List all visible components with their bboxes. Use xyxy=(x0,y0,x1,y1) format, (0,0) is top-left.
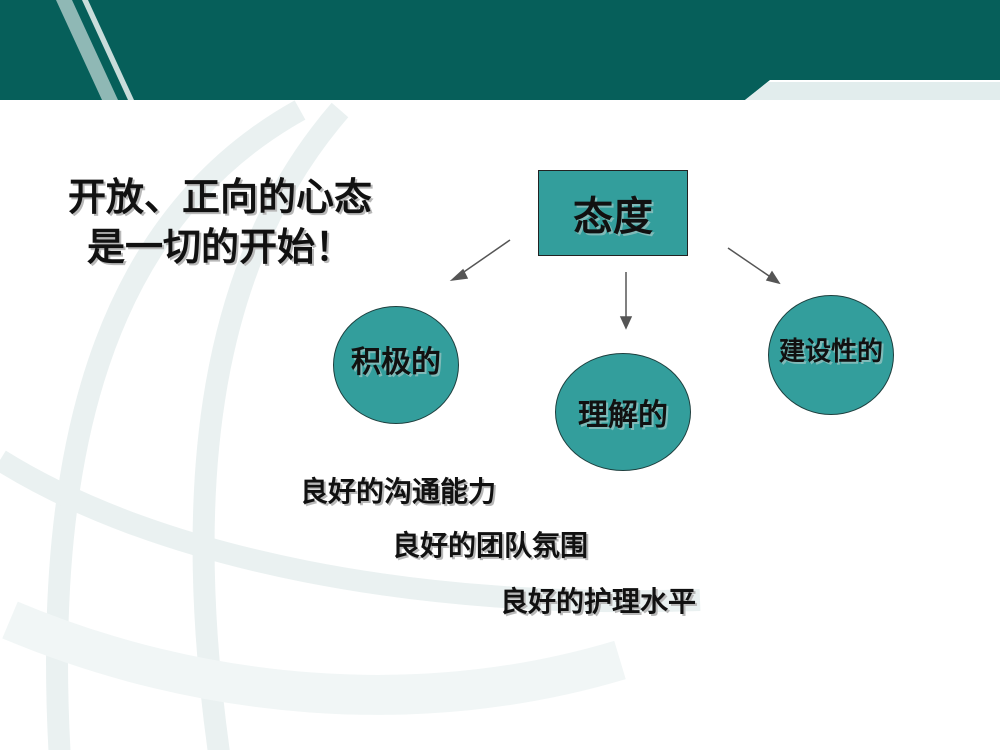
header-band xyxy=(0,0,1000,100)
diagram-root-node: 态度 xyxy=(538,170,688,256)
diagram-child-label: 理解的 xyxy=(578,398,668,433)
arrow-head-middle xyxy=(619,316,633,330)
diagram-root-label: 态度 xyxy=(573,194,653,240)
arrow-line-right xyxy=(727,247,773,279)
benefit-point-nursing-level: 良好的护理水平 xyxy=(500,585,697,618)
slogan-line-2: 是一切的开始！ xyxy=(86,225,353,269)
diagram-child-node-constructive: 建设性的 xyxy=(768,295,894,415)
arrow-head-right xyxy=(765,270,781,285)
benefit-point-communication: 良好的沟通能力 xyxy=(300,475,497,508)
background-swoosh-4 xyxy=(2,601,626,715)
header-accent-stripe xyxy=(745,82,1000,100)
arrow-head-left xyxy=(449,268,469,282)
header-diagonal-stripe-1 xyxy=(56,0,118,100)
diagram-child-node-understanding: 理解的 xyxy=(555,353,691,471)
diagram-child-label: 积极的 xyxy=(351,345,441,380)
background-swoosh-3 xyxy=(0,450,701,613)
arrow-line-left xyxy=(457,239,511,277)
diagram-child-label: 建设性的 xyxy=(778,336,883,367)
slogan-line-1: 开放、正向的心态 xyxy=(67,175,372,219)
diagram-child-node-positive: 积极的 xyxy=(333,306,459,424)
header-diagonal-stripe-2 xyxy=(82,0,134,100)
background-swoosh-2 xyxy=(192,102,349,750)
slogan: 开放、正向的心态 是一切的开始！ xyxy=(30,172,410,272)
benefit-point-team-atmosphere: 良好的团队氛围 xyxy=(392,529,589,562)
